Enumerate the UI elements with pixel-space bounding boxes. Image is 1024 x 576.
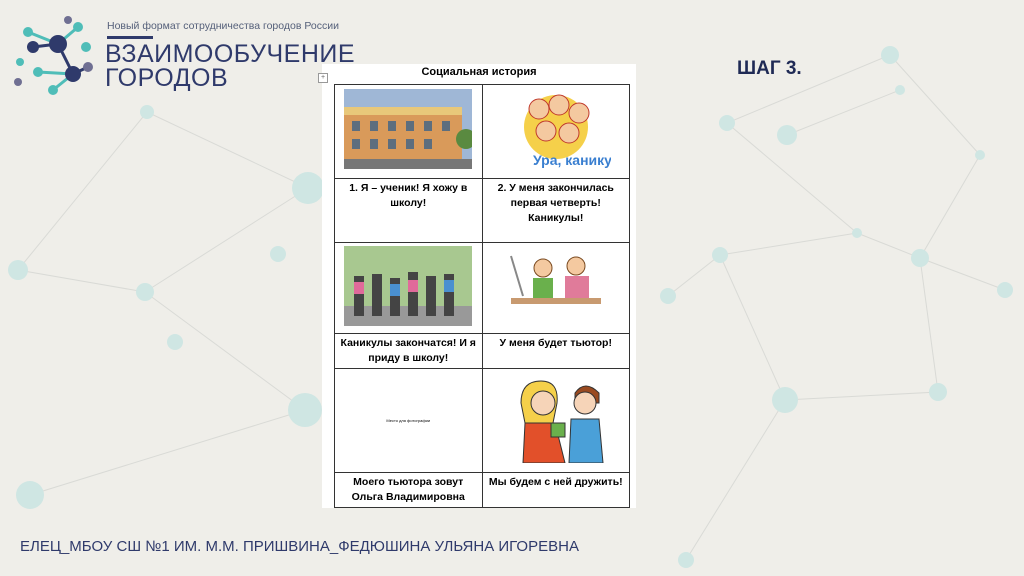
logo-molecule-icon — [14, 16, 93, 95]
vacation-caption: Ура, каникулы! — [533, 152, 611, 168]
friends-illustration — [481, 368, 630, 473]
table-move-handle-icon[interactable]: + — [318, 73, 328, 83]
brand-line-2: ГОРОДОВ — [105, 64, 229, 92]
tagline: Новый формат сотрудничества городов Росс… — [107, 20, 339, 32]
story-cell-2: 2. У меня закончилась первая четверть! К… — [481, 178, 630, 243]
social-story-document: Социальная история Ура, каникулы! 1. Я –… — [322, 64, 637, 508]
author-footer: ЕЛЕЦ_МБОУ СШ №1 ИМ. М.М. ПРИШВИНА_ФЕДЮШИ… — [20, 538, 579, 555]
story-cell-6: Мы будем с ней дружить! — [481, 472, 630, 508]
vacation-kids-image: Ура, каникулы! — [481, 84, 637, 179]
brand-divider — [107, 36, 153, 39]
story-table: Ура, каникулы! 1. Я – ученик! Я хожу в ш… — [334, 84, 637, 508]
tutor-illustration — [481, 242, 630, 334]
school-photo — [334, 84, 483, 179]
story-cell-5: Моего тьютора зовут Ольга Владимировна — [334, 472, 483, 508]
story-cell-4: У меня будет тьютор! — [481, 333, 630, 369]
document-title: Социальная история — [421, 66, 537, 78]
step-label: ШАГ 3. — [737, 58, 802, 79]
story-cell-3: Каникулы закончатся! И я приду в школу! — [334, 333, 483, 369]
story-cell-1: 1. Я – ученик! Я хожу в школу! — [334, 178, 483, 243]
students-photo — [334, 242, 483, 334]
brand-line-1: ВЗАИМООБУЧЕНИЕ — [105, 40, 356, 68]
photo-placeholder: Место для фотографии — [334, 368, 483, 473]
